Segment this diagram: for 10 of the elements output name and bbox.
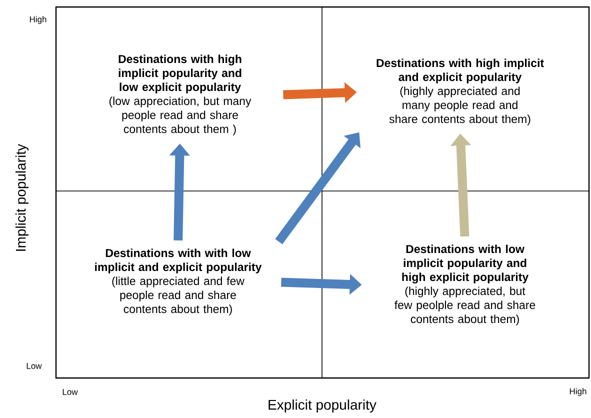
quadrant-text: Destinations with with low implicit and explicit popularity (little appreciated and few people read and share contents about them) <box>95 248 262 316</box>
quadrant-text: Destinations with low implicit popularity and high explicit popularity (highly appreciated, but few peolple read and share contents about them) <box>394 244 536 326</box>
axis-label: Low <box>62 389 78 395</box>
axis-label: High <box>30 16 46 24</box>
axis-title: Implicit popularity <box>15 144 29 251</box>
axis-label: Low <box>26 363 42 369</box>
axis-label: High <box>570 388 586 396</box>
quadrant-text: Destinations with high implicit and explicit popularity (highly appreciated and many people read and share contents about them) <box>376 58 544 126</box>
quadrant-text: Destinations with high implicit popularity and low explicit popularity (low appreciation, but many people read and share contents about them ) <box>109 54 252 136</box>
axis-title: Explicit popularity <box>268 399 376 413</box>
